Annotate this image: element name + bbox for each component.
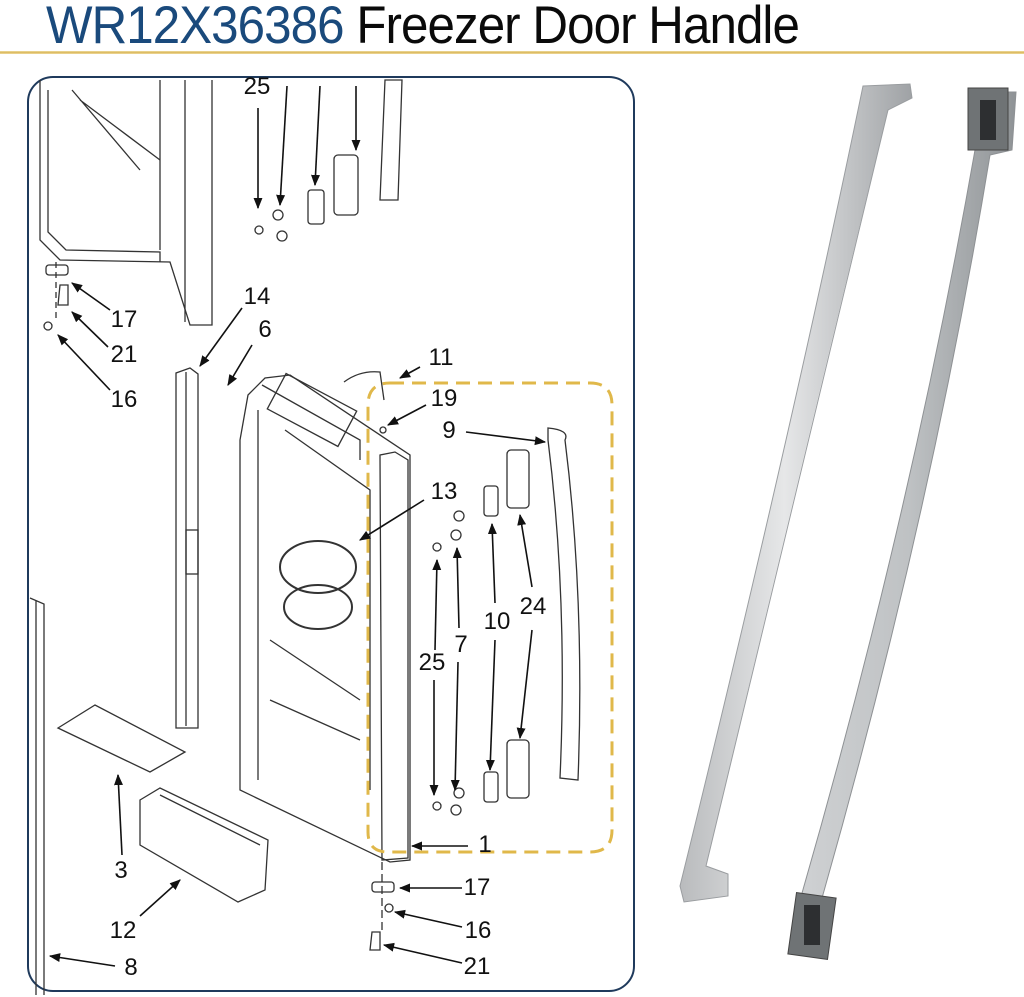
- handle-front-view: [679, 83, 913, 903]
- page-title: WR12X36386 Freezer Door Handle: [46, 0, 800, 58]
- callout-label: 10: [483, 608, 511, 635]
- callout-label: 13: [430, 478, 458, 505]
- callout-label: 17: [463, 874, 491, 901]
- handle-photos: [679, 83, 1017, 961]
- callout-label: 16: [464, 917, 492, 944]
- handle-top-bracket: [967, 87, 1009, 151]
- callout-label: 21: [463, 953, 491, 980]
- callout-label: 8: [124, 954, 138, 981]
- callout-label: 14: [243, 283, 271, 310]
- part-description: Freezer Door Handle: [356, 0, 800, 55]
- exploded-parts-diagram: [27, 76, 635, 992]
- callout-label: 25: [243, 73, 271, 100]
- callout-label: 7: [454, 631, 468, 658]
- callout-label: 17: [110, 306, 138, 333]
- callout-label: 24: [519, 593, 547, 620]
- callout-label: 6: [258, 316, 272, 343]
- handle-rear-view: [799, 91, 1017, 901]
- callout-label: 12: [109, 917, 137, 944]
- callout-label: 1: [478, 831, 492, 858]
- handle-bottom-bracket: [787, 891, 837, 961]
- callout-label: 25: [418, 649, 446, 676]
- callout-label: 9: [442, 417, 456, 444]
- callout-label: 3: [114, 857, 128, 884]
- callout-label: 16: [110, 386, 138, 413]
- callout-label: 19: [430, 385, 458, 412]
- title-underline: [0, 51, 1024, 54]
- part-number: WR12X36386: [46, 0, 345, 55]
- callout-label: 21: [110, 341, 138, 368]
- callout-label: 11: [428, 344, 454, 371]
